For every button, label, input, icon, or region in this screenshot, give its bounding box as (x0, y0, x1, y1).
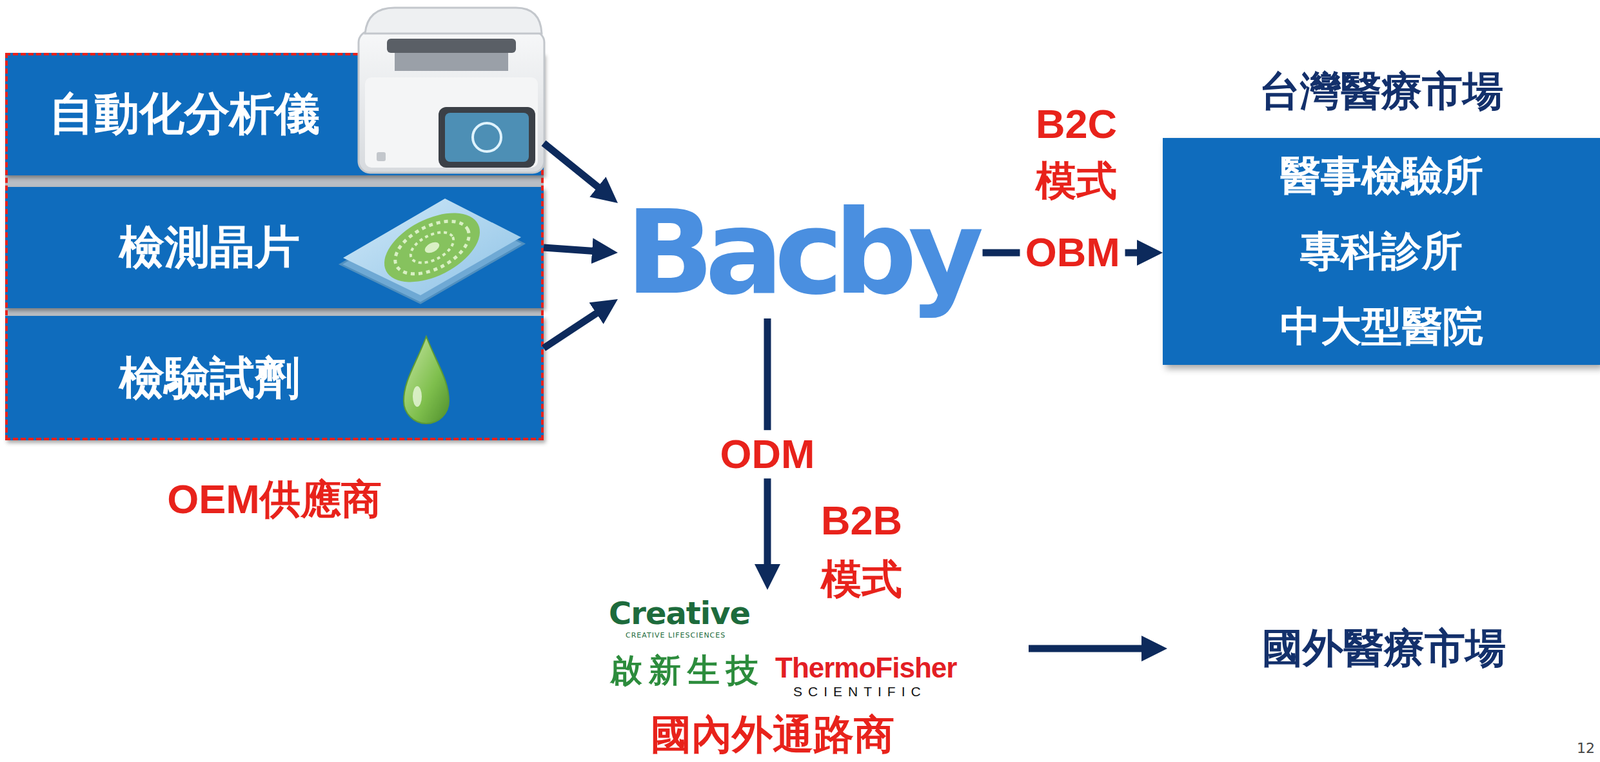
edge-label: OBM (1020, 228, 1126, 278)
edge-label-slot: OBM (1020, 228, 1126, 278)
mode-label: B2B 模式 (820, 491, 903, 610)
mode-label: B2C 模式 (1035, 95, 1117, 209)
text-slot: Creative (608, 595, 751, 632)
heading-slot: OEM供應商 (5, 472, 544, 528)
market-item: 專科診所 (1300, 223, 1463, 280)
reagent-drop-illustration (403, 336, 449, 424)
logo-wordmark: Bacby (625, 194, 976, 311)
text-slot: CREATIVE LIFESCIENCES (625, 631, 726, 640)
text-slot: 啟新生技 (610, 649, 765, 693)
group-heading: OEM供應商 (167, 472, 382, 528)
text-slot: SCIENTIFIC (793, 684, 927, 700)
distributor-tagline: CREATIVE LIFESCIENCES (625, 631, 726, 640)
band-label: 檢驗試劑 (119, 348, 300, 409)
supplier-band: 檢驗試劑 (5, 316, 544, 441)
chip-illustration (340, 198, 524, 304)
band-label: 檢測晶片 (119, 217, 300, 278)
label-slot: B2B 模式 (820, 491, 903, 610)
flow-arrow (543, 310, 602, 349)
analyzer-illustration (358, 7, 545, 173)
distributor-logos: CreativeCREATIVE LIFESCIENCES 啟新生技 ThermoF… (599, 590, 1029, 760)
group-heading: 國內外通路商 (650, 712, 895, 758)
market-item: 醫事檢驗所 (1280, 148, 1484, 204)
text-slot: 國內外通路商 (599, 712, 946, 758)
page-number: 12 (1576, 740, 1595, 757)
market-item: 中大型醫院 (1280, 299, 1484, 355)
distributor-logo: Creative (608, 595, 751, 632)
label-slot: 12 (1576, 740, 1595, 757)
market-heading: 國外醫療市場 (1262, 621, 1506, 677)
flow-arrow (543, 143, 603, 191)
band-label: 自動化分析儀 (49, 83, 320, 145)
market-panel: 台灣醫療市場醫事檢驗所專科診所中大型醫院 (1162, 64, 1600, 366)
distributor-tagline: SCIENTIFIC (793, 684, 927, 700)
edge-label: ODM (715, 430, 821, 480)
text-slot: ThermoFisher (775, 651, 957, 685)
distributor-logo: ThermoFisher (775, 651, 957, 685)
market-heading: 台灣醫療市場 (1259, 63, 1504, 120)
market-box: 醫事檢驗所專科診所中大型醫院 (1162, 138, 1600, 366)
brand-logo: Bacby (617, 187, 983, 319)
flow-arrow (543, 247, 599, 252)
edge-label-slot: ODM (715, 430, 821, 480)
heading-slot: 台灣醫療市場 (1162, 64, 1600, 119)
flow-arrow (1028, 645, 1148, 653)
label-slot: B2C 模式 (1035, 95, 1117, 209)
market-label: 國外醫療市場 (1167, 619, 1600, 679)
distributor-logo: 啟新生技 (610, 649, 765, 693)
